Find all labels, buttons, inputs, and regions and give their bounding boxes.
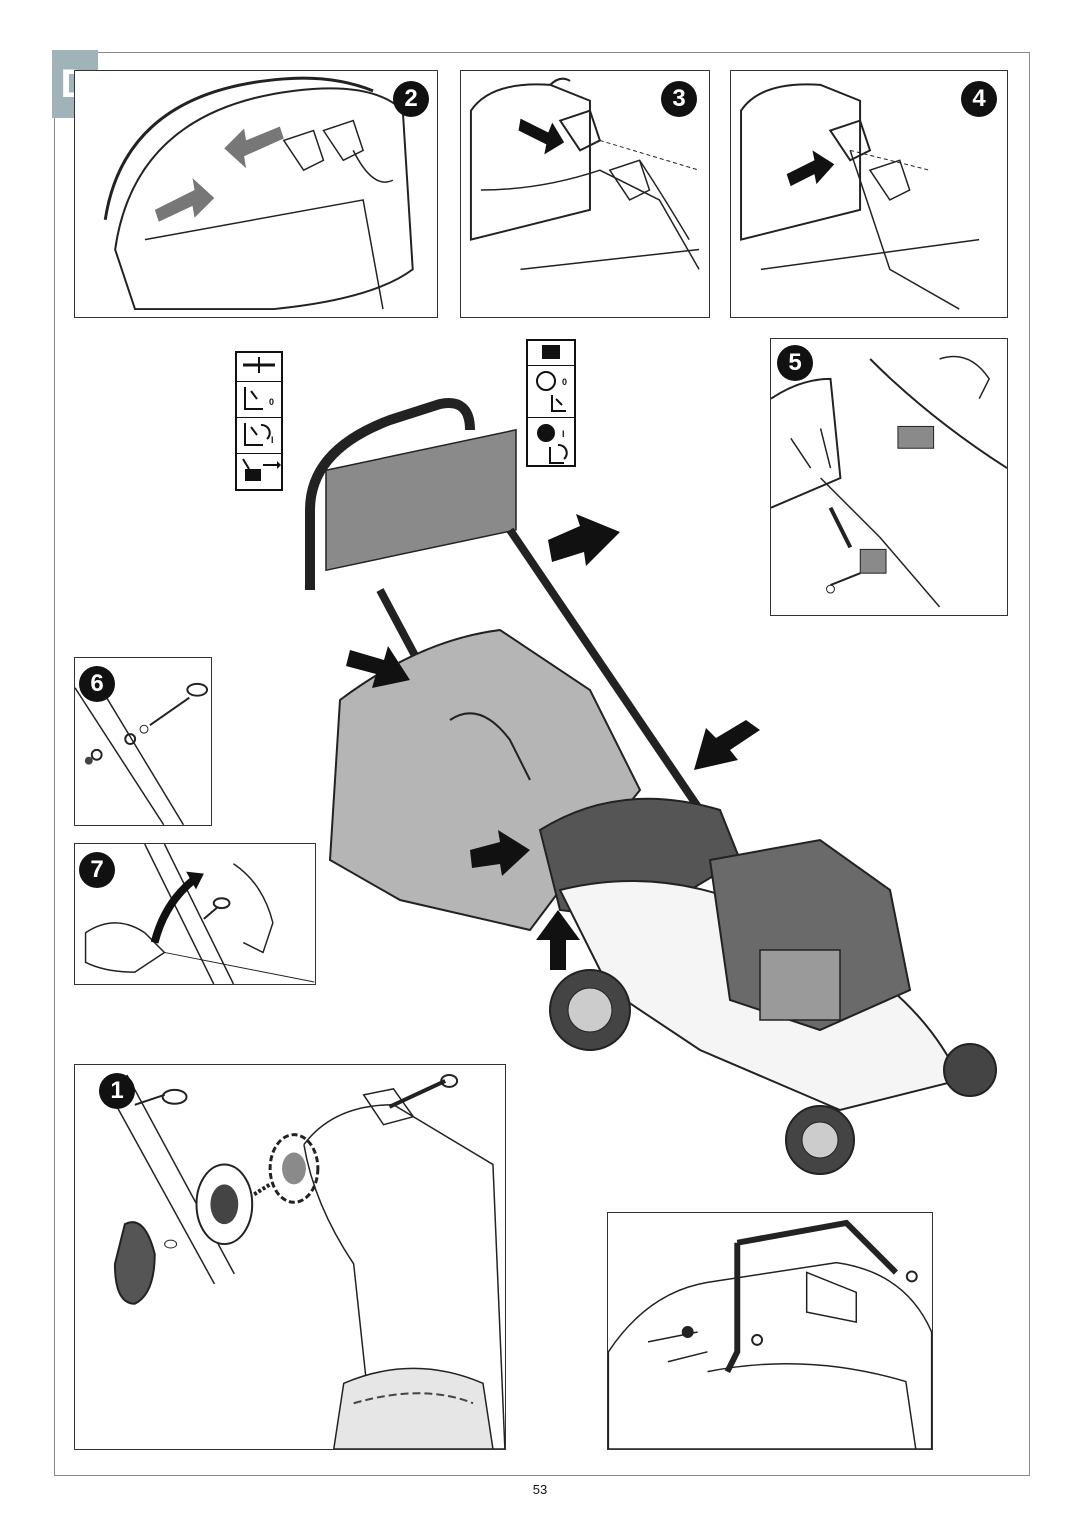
- cable-clip-illustration: [469, 77, 700, 271]
- panel-step-1: 1: [74, 1064, 506, 1450]
- icon-cell-start: I: [528, 417, 574, 469]
- mower-main-illustration: [280, 390, 1010, 1190]
- lawn-mower-illustration: [305, 398, 997, 1175]
- page-number: 53: [532, 1482, 548, 1497]
- step-badge-2: 2: [393, 81, 429, 117]
- panel-step-2: 2: [74, 70, 438, 318]
- icon-cell-stop: 0: [528, 365, 574, 418]
- icon-cell-blade: [237, 353, 281, 382]
- page-frame: [54, 52, 1030, 1476]
- control-icon-strip-right: 0 I: [526, 339, 576, 467]
- icon-cell-drive: [237, 453, 281, 489]
- arrow-indicator: [536, 910, 580, 970]
- icon-symbol-on: I: [562, 429, 565, 439]
- panel-step-3: 3: [460, 70, 710, 318]
- step-badge-7: 7: [79, 852, 115, 888]
- panel-step-7: 7: [74, 843, 316, 985]
- arrow-indicator: [470, 830, 530, 876]
- engine-icon: [542, 345, 560, 359]
- lever-rotate-icon: [244, 423, 271, 446]
- icon-symbol-off: 0: [562, 377, 568, 387]
- cable-connector-illustration: [771, 355, 1007, 608]
- panel-step-4: 4: [730, 70, 1008, 318]
- step-badge-4: 4: [961, 81, 997, 117]
- arrow-indicator: [346, 646, 410, 688]
- knob-tighten-illustration: [84, 844, 315, 984]
- icon-cell-lever-on: I: [237, 417, 281, 454]
- lever-icon: [244, 387, 263, 410]
- wheel-adjuster-exploded-illustration: [104, 1073, 505, 1449]
- engine-stop-icon: [536, 371, 566, 412]
- icon-symbol-on: I: [271, 435, 274, 445]
- knob-bolt-illustration: [75, 677, 209, 825]
- mower-drive-icon: [242, 458, 281, 481]
- icon-cell-engine: [528, 341, 574, 366]
- step-badge-5: 5: [777, 345, 813, 381]
- arrow-indicator: [694, 720, 760, 770]
- step-badge-3: 3: [661, 81, 697, 117]
- blade-icon: [243, 357, 275, 373]
- panel-bag-frame: [607, 1212, 933, 1450]
- panel-step-6: 6: [74, 657, 212, 826]
- panel-step-5: 5: [770, 338, 1008, 616]
- engine-start-icon: [537, 424, 568, 464]
- step-badge-6: 6: [79, 666, 115, 702]
- control-icon-strip-left: 0 I: [235, 351, 283, 491]
- icon-cell-lever-off: 0: [237, 381, 281, 418]
- cable-spring-illustration: [740, 83, 980, 310]
- icon-symbol-off: 0: [269, 397, 275, 407]
- step-badge-1: 1: [99, 1073, 135, 1109]
- bag-frame-attachment-illustration: [608, 1219, 932, 1449]
- handle-cable-illustration: [103, 76, 414, 311]
- arrow-indicator: [548, 514, 620, 566]
